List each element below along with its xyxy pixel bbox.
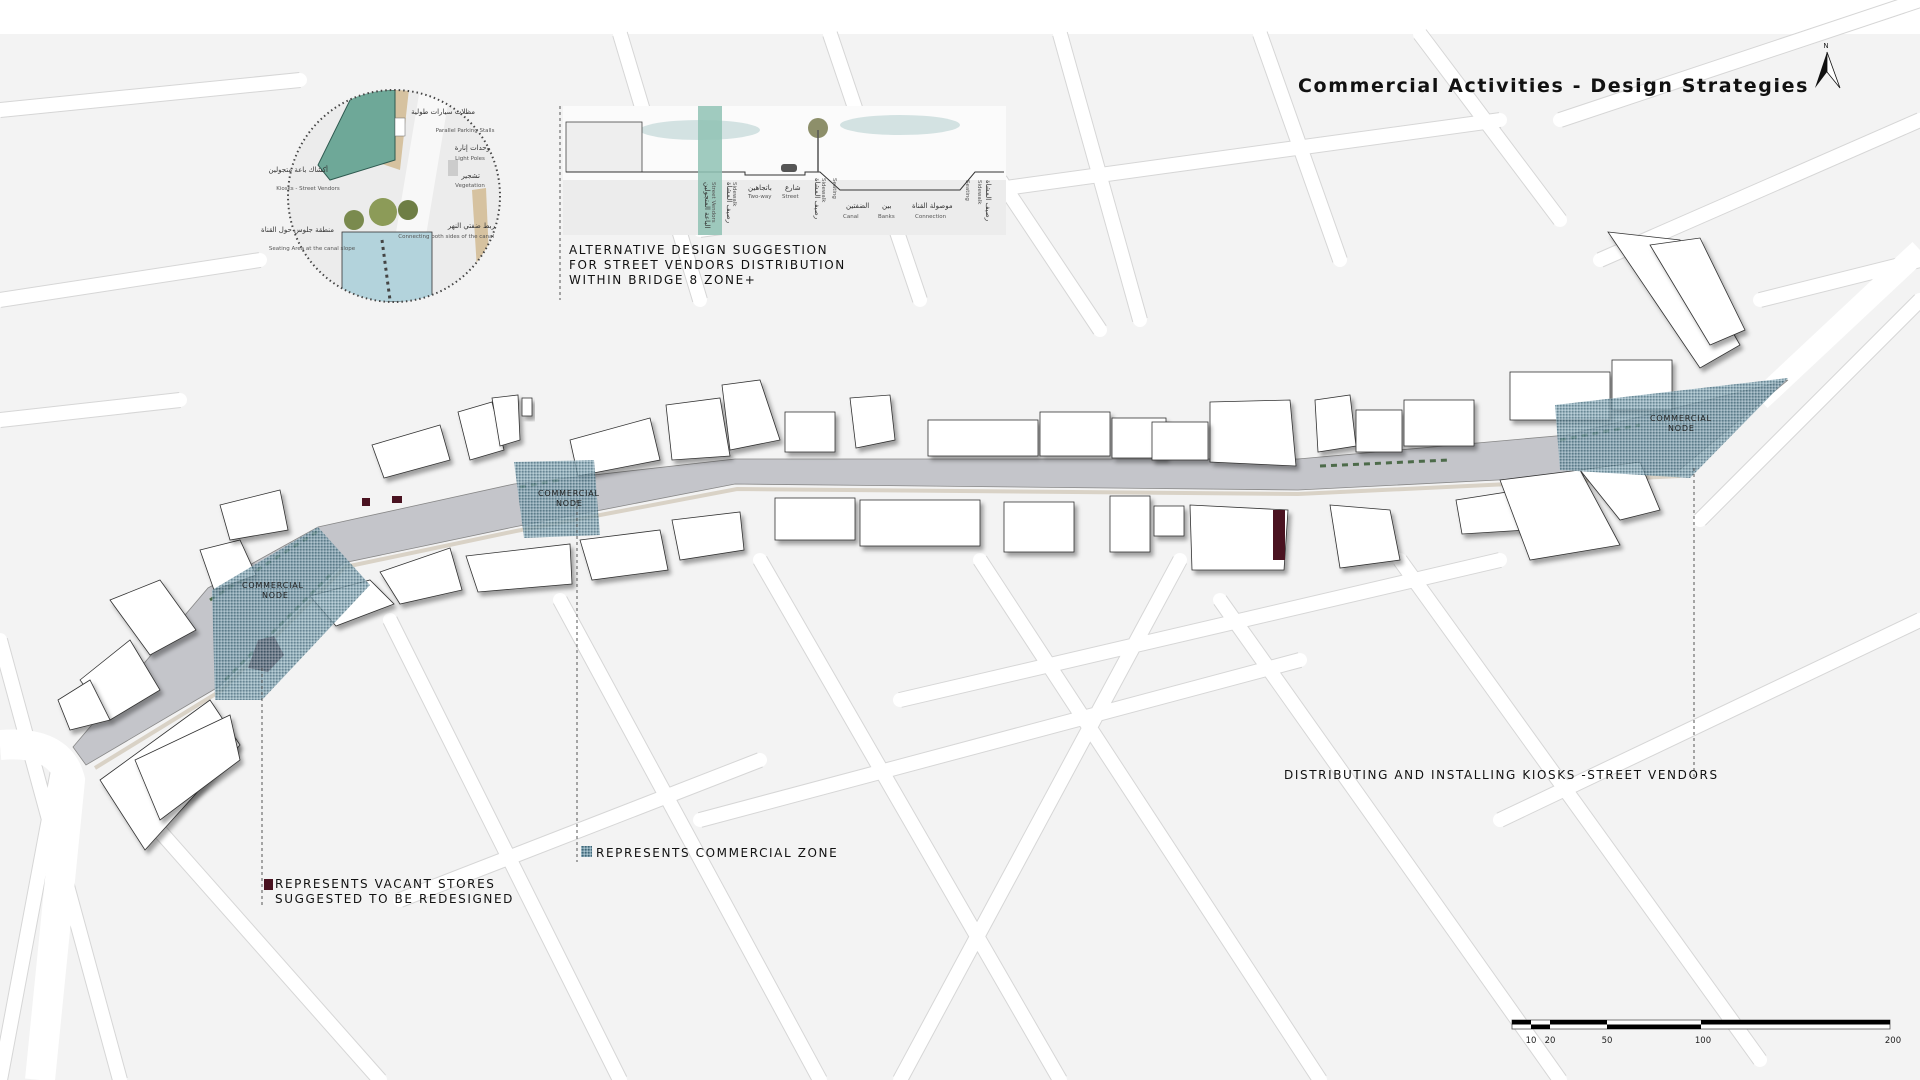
page-title: Commercial Activities - Design Strategie… xyxy=(1298,75,1809,97)
street-section-detail: Street Vendors Sidewalk Two-way Street S… xyxy=(563,106,1006,235)
section-label-ar: بين xyxy=(882,202,891,210)
inset-label-connecting: Connecting both sides of the canal xyxy=(398,234,494,240)
inset-label-ar: منطقة جلوس حول القناة xyxy=(261,226,334,234)
inset-label-kiosks: Kiosks - Street Vendors xyxy=(276,186,340,192)
inset-plan-detail: مظلات سيارات طولية Parallel Parking Stal… xyxy=(261,89,501,303)
alt-design-caption: ALTERNATIVE DESIGN SUGGESTION xyxy=(569,243,828,257)
scale-bar: 10 20 50 100 200 xyxy=(1511,1019,1901,1046)
scale-tick: 50 xyxy=(1602,1036,1613,1046)
section-label: Canal xyxy=(843,214,859,220)
section-label-ar: الضفتين xyxy=(846,202,869,210)
scale-tick: 200 xyxy=(1885,1036,1901,1046)
commercial-zone-bridge xyxy=(514,460,600,538)
buildings xyxy=(57,231,1746,731)
inset-label-seating: Seating Area at the canal slope xyxy=(269,246,356,252)
section-label-ar: الباعة المتجولين xyxy=(703,182,711,228)
scale-tick: 100 xyxy=(1695,1036,1711,1046)
north-label: N xyxy=(1823,42,1828,50)
node-label: NODE xyxy=(556,499,583,508)
section-label-ar: باتجاهين xyxy=(748,184,772,192)
inset-label-light-poles: Light Poles xyxy=(455,156,485,162)
section-label-ar: موصولة القناة xyxy=(912,202,953,210)
commercial-zone-west xyxy=(212,527,370,700)
node-label: COMMERCIAL xyxy=(1650,414,1712,423)
inset-label-ar: تشجير xyxy=(460,172,480,180)
buildings-south xyxy=(99,461,1661,851)
node-label: NODE xyxy=(262,591,289,600)
inset-label-ar: وحدات إنارة xyxy=(455,144,490,152)
section-label-ar: رصيف المشاة xyxy=(813,178,821,219)
commercial-zones xyxy=(212,378,1788,700)
scale-tick: 10 xyxy=(1526,1036,1537,1046)
inset-label-ar: ربط ضفتي النهر xyxy=(447,222,495,230)
section-label: Street Vendors xyxy=(710,182,716,223)
inset-label-ar: مظلات سيارات طولية xyxy=(411,108,475,116)
section-label: Sidewalk xyxy=(820,178,826,203)
vacant-store-legend-label: SUGGESTED TO BE REDESIGNED xyxy=(275,892,514,906)
commercial-node-labels: COMMERCIAL NODE COMMERCIAL NODE COMMERCI… xyxy=(242,414,1712,600)
section-label-ar: شارع xyxy=(785,184,801,192)
scale-tick: 20 xyxy=(1545,1036,1556,1046)
section-label-ar: رصيف المشاة xyxy=(984,180,992,221)
section-label: Seating xyxy=(964,180,970,201)
section-label: Street xyxy=(782,194,800,200)
section-label: Connection xyxy=(915,214,947,220)
commercial-zone-legend-label: REPRESENTS COMMERCIAL ZONE xyxy=(596,846,838,860)
commercial-zone-east xyxy=(1555,378,1788,478)
inset-label-parking: Parallel Parking Stalls xyxy=(436,128,495,134)
kiosks-caption: DISTRIBUTING AND INSTALLING KIOSKS -STRE… xyxy=(1284,768,1719,782)
section-label: Banks xyxy=(878,214,895,220)
inset-label-ar: أكشاك باعة متجولين xyxy=(269,165,329,174)
commercial-zone-legend-swatch xyxy=(581,846,592,857)
section-label: Two-way xyxy=(747,194,772,200)
vacant-store-legend-label: REPRESENTS VACANT STORES xyxy=(275,877,496,891)
node-label: COMMERCIAL xyxy=(242,581,304,590)
section-label-ar: رصيف المشاة xyxy=(725,182,733,223)
section-label: Sidewalk xyxy=(731,182,737,207)
section-label: Seating xyxy=(831,178,837,199)
street-vendor-band xyxy=(698,106,722,235)
node-label: COMMERCIAL xyxy=(538,489,600,498)
node-label: NODE xyxy=(1668,424,1695,433)
section-label: Sidewalk xyxy=(976,180,982,205)
alt-design-caption: WITHIN BRIDGE 8 ZONE+ xyxy=(569,273,756,287)
alt-design-caption: FOR STREET VENDORS DISTRIBUTION xyxy=(569,258,846,272)
inset-label-vegetation: Vegetation xyxy=(455,183,485,189)
vacant-store-legend-swatch xyxy=(264,879,273,890)
north-arrow-icon: N xyxy=(1815,42,1841,89)
leader-lines xyxy=(261,106,1695,905)
